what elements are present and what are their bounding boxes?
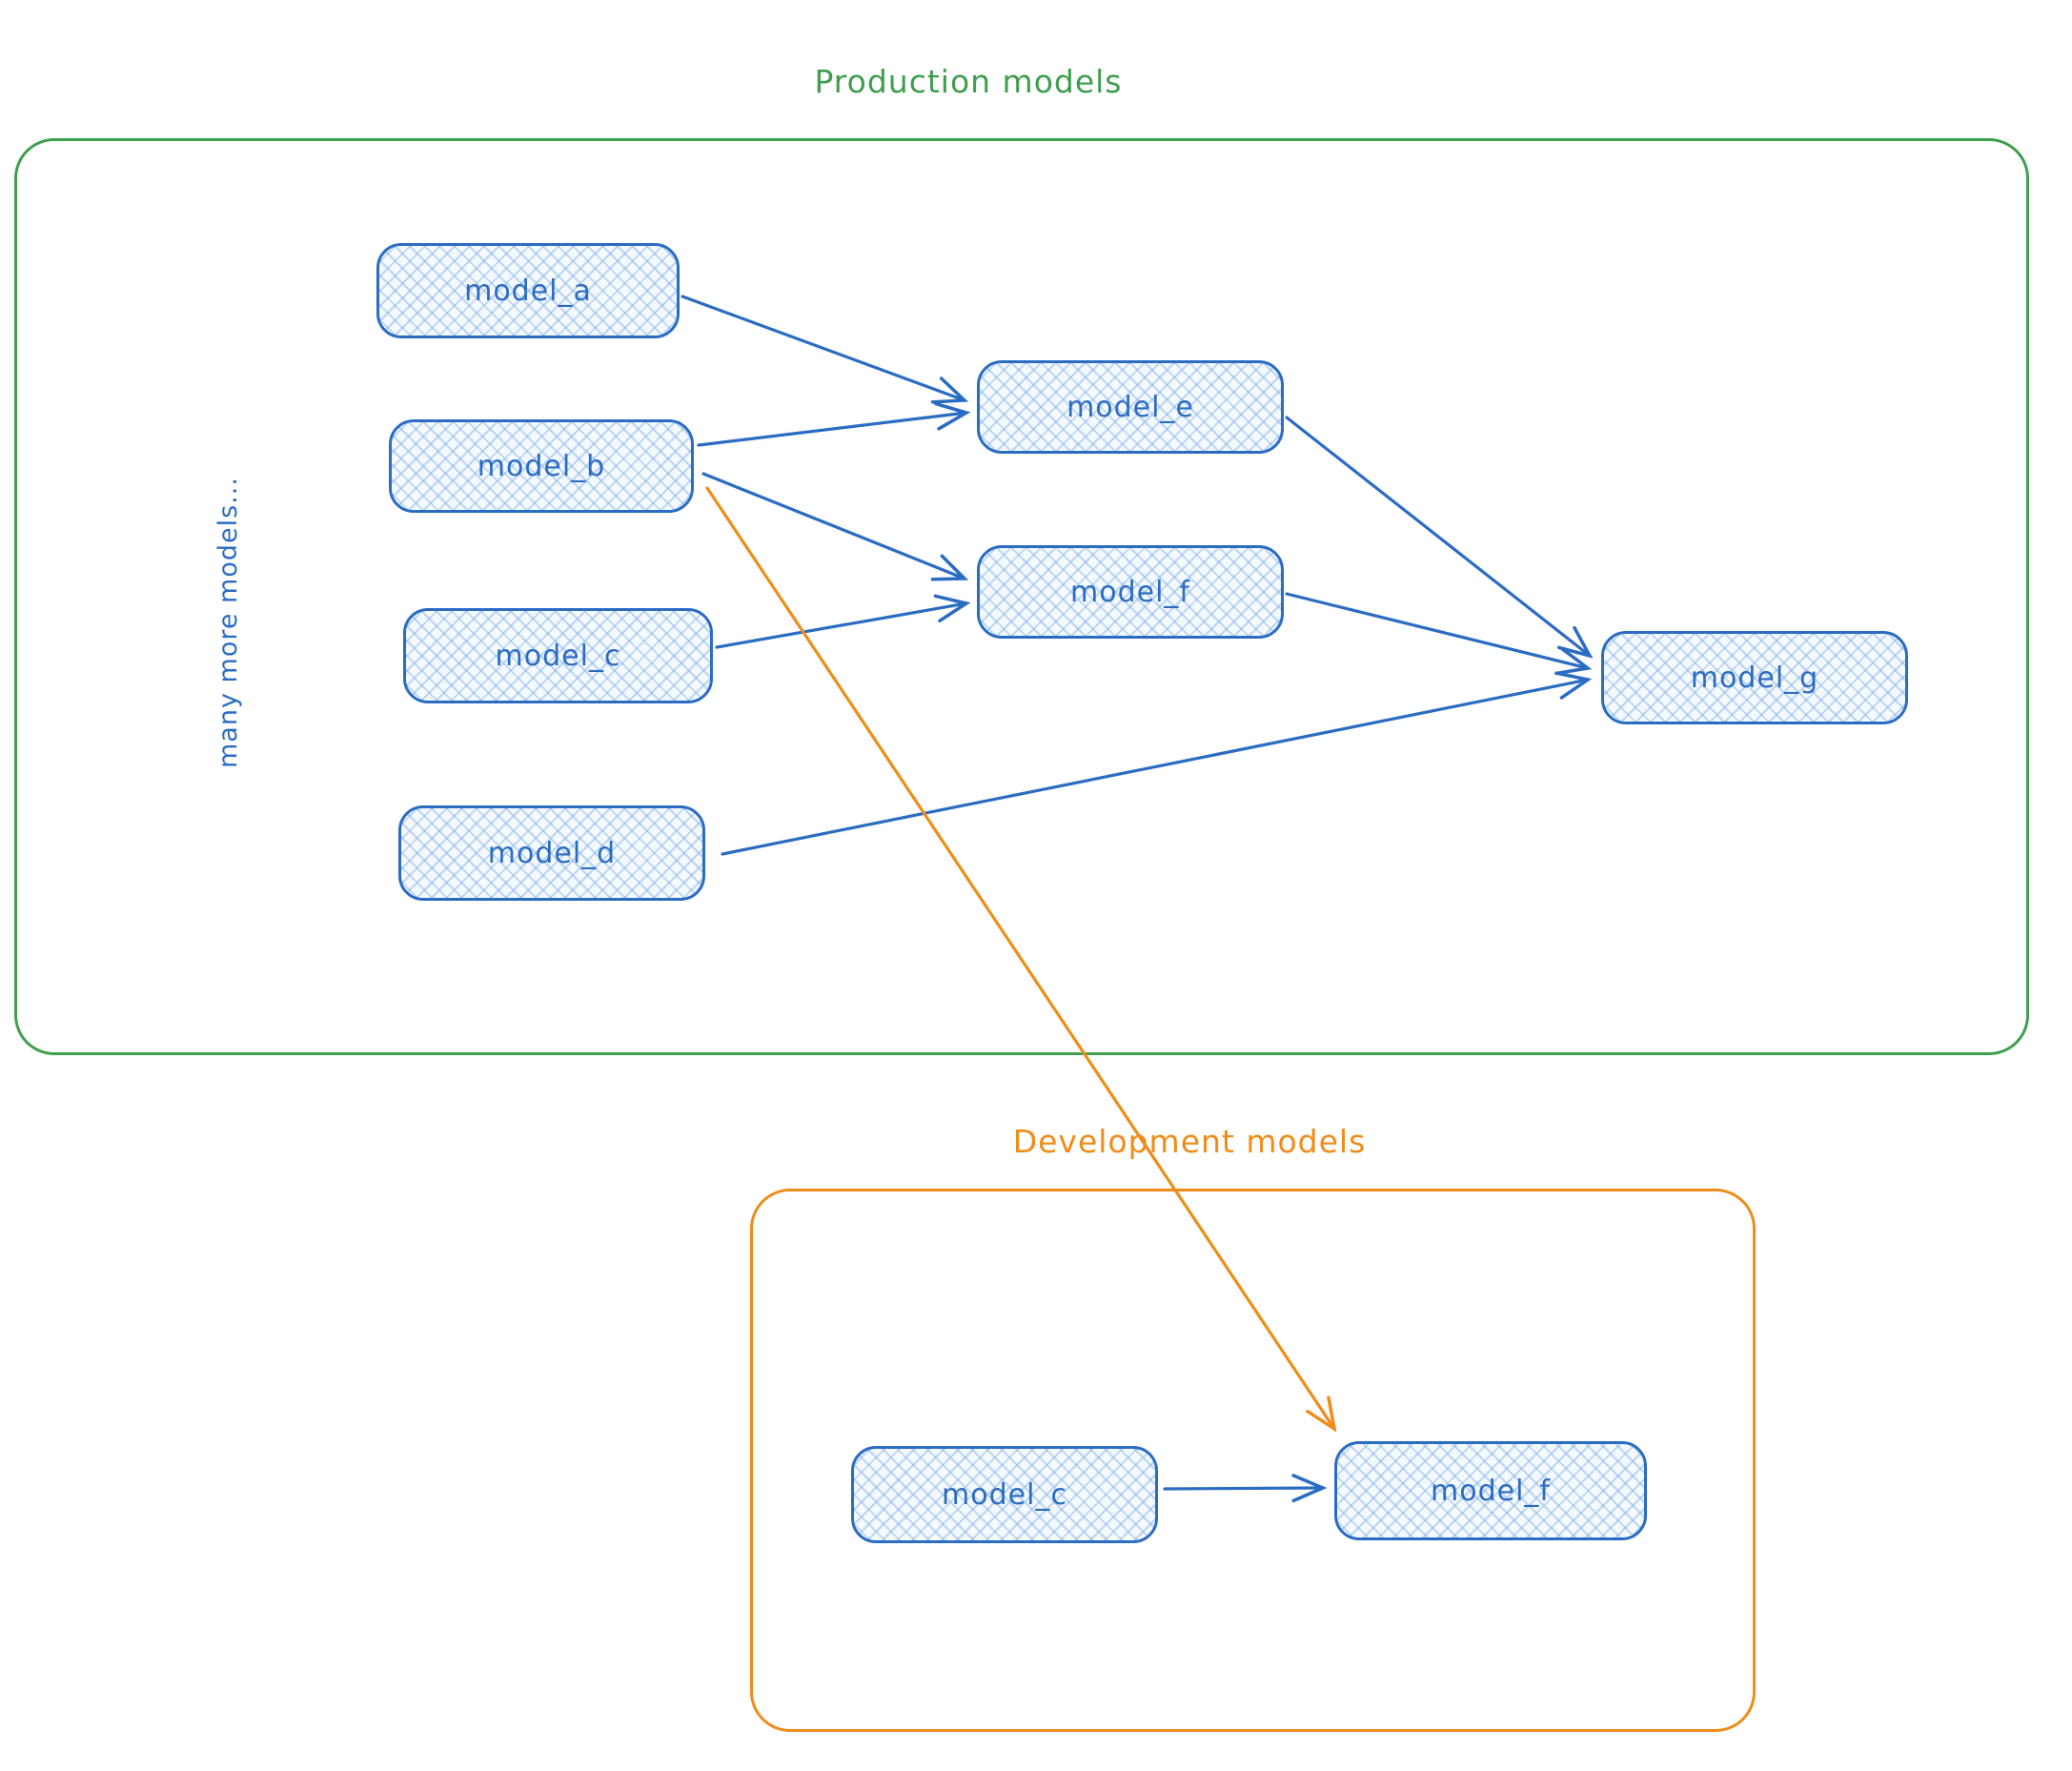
node-label: model_a xyxy=(464,274,592,308)
node-model-b: model_b xyxy=(389,419,694,513)
node-label: model_e xyxy=(1066,390,1194,424)
node-model-c: model_c xyxy=(403,608,713,703)
production-zone-title: Production models xyxy=(814,63,1123,100)
node-model-a: model_a xyxy=(376,243,680,338)
node-model-g: model_g xyxy=(1601,631,1908,724)
node-label: model_f xyxy=(1431,1474,1551,1508)
node-label: model_g xyxy=(1690,661,1819,695)
node-model-e: model_e xyxy=(977,360,1284,454)
node-model-f: model_f xyxy=(977,545,1284,639)
node-label: model_b xyxy=(477,449,606,483)
node-label: model_c xyxy=(942,1477,1067,1512)
node-label: model_f xyxy=(1070,575,1190,609)
node-model-d: model_d xyxy=(398,805,705,901)
node-label: model_d xyxy=(487,836,617,870)
node-dev-model-c: model_c xyxy=(851,1446,1158,1543)
many-more-models-note: many more models... xyxy=(213,477,243,768)
development-zone-title: Development models xyxy=(1012,1123,1367,1160)
node-dev-model-f: model_f xyxy=(1334,1441,1647,1540)
node-label: model_c xyxy=(495,639,621,673)
